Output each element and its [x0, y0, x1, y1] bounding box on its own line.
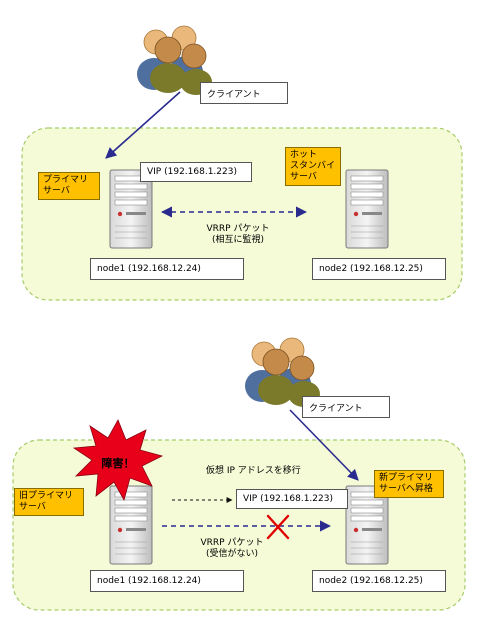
- top-client-arrow: [105, 91, 181, 159]
- tag-line: サーバ: [43, 186, 70, 196]
- top-standby-tag: ホット スタンバイ サーバ: [285, 147, 341, 186]
- vrrp-line: VRRP パケット: [206, 224, 270, 234]
- top-node2-label: node2 (192.168.12.25): [312, 258, 446, 280]
- tag-line: 新プライマリ: [379, 473, 434, 483]
- top-client-label: クライアント: [200, 82, 288, 104]
- vrrp-line: VRRP パケット: [200, 538, 264, 548]
- top-node1-label: node1 (192.168.12.24): [90, 258, 244, 280]
- bottom-node1-server-icon: [109, 485, 153, 565]
- bottom-node2-label: node2 (192.168.12.25): [312, 570, 446, 592]
- tag-line: プライマリ: [43, 175, 89, 185]
- vrrp-line: (相互に監視): [211, 235, 265, 245]
- bottom-client-arrow: [289, 409, 359, 481]
- top-vip-label: VIP (192.168.1.223): [140, 162, 252, 182]
- failure-label: 障害！: [101, 457, 135, 470]
- migrate-label: 仮想 IP アドレスを移行: [206, 466, 301, 476]
- tag-line: サーバへ昇格: [379, 484, 433, 494]
- tag-line: スタンバイ: [290, 161, 336, 171]
- tag-line: サーバ: [19, 502, 46, 512]
- bottom-node1-label: node1 (192.168.12.24): [90, 570, 244, 592]
- top-node2-server-icon: [345, 169, 389, 249]
- tag-line: 旧プライマリ: [19, 491, 74, 501]
- bottom-vrrp-label: VRRP パケット (受信がない): [192, 538, 272, 560]
- failure-burst-icon: [72, 419, 164, 502]
- top-primary-tag: プライマリ サーバ: [38, 172, 100, 200]
- tag-line: ホット: [290, 150, 318, 160]
- new-primary-tag: 新プライマリ サーバへ昇格: [374, 470, 444, 498]
- tag-line: サーバ: [290, 172, 317, 182]
- bottom-client-label: クライアント: [302, 396, 390, 418]
- old-primary-tag: 旧プライマリ サーバ: [14, 488, 84, 516]
- vrrp-line: (受信がない): [205, 549, 259, 559]
- no-packet-cross-icon: [266, 514, 290, 540]
- bottom-vip-label: VIP (192.168.1.223): [236, 489, 348, 509]
- top-vrrp-label: VRRP パケット (相互に監視): [198, 224, 278, 246]
